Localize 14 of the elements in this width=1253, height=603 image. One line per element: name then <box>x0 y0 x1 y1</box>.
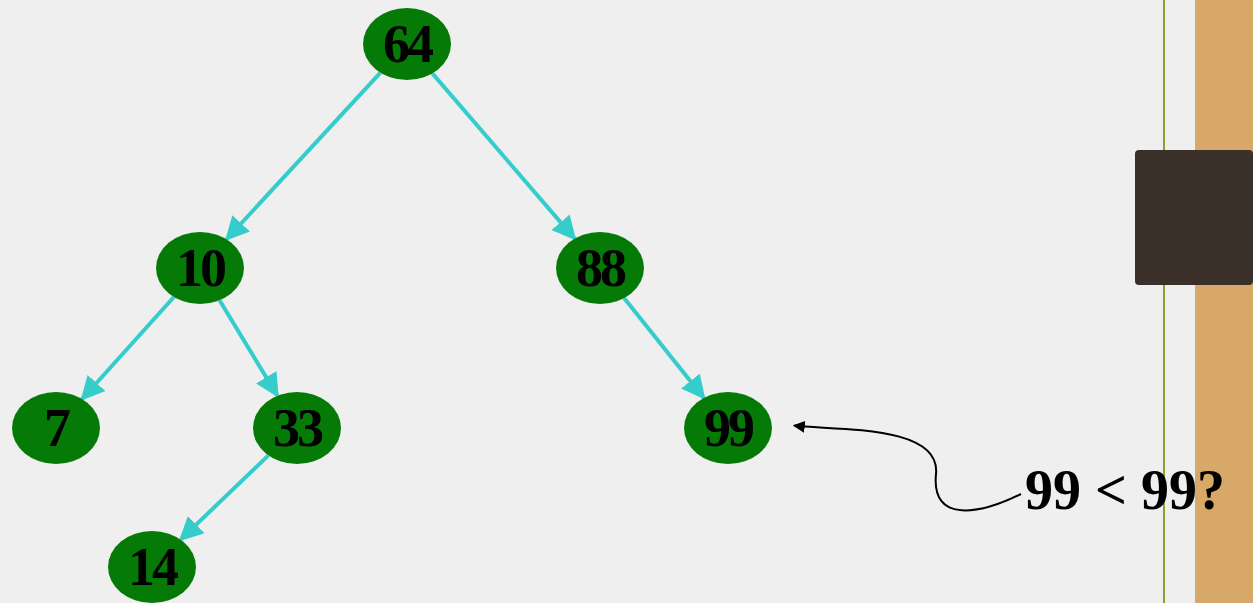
tree-node: 99 <box>684 392 772 464</box>
tree-arrow <box>217 299 280 398</box>
tree-arrow <box>430 72 577 241</box>
leader-arrow <box>792 420 1022 512</box>
tree-node: 33 <box>253 392 341 464</box>
tree-arrow <box>80 295 176 401</box>
tree-arrow <box>224 71 382 242</box>
tree-node: 14 <box>108 531 196 603</box>
tree-arrow <box>622 296 706 400</box>
tree-node: 10 <box>156 232 244 304</box>
tree-arrow <box>178 453 270 542</box>
tree-node: 88 <box>556 232 644 304</box>
tree-node: 64 <box>363 8 451 80</box>
tree-node: 7 <box>12 392 100 464</box>
